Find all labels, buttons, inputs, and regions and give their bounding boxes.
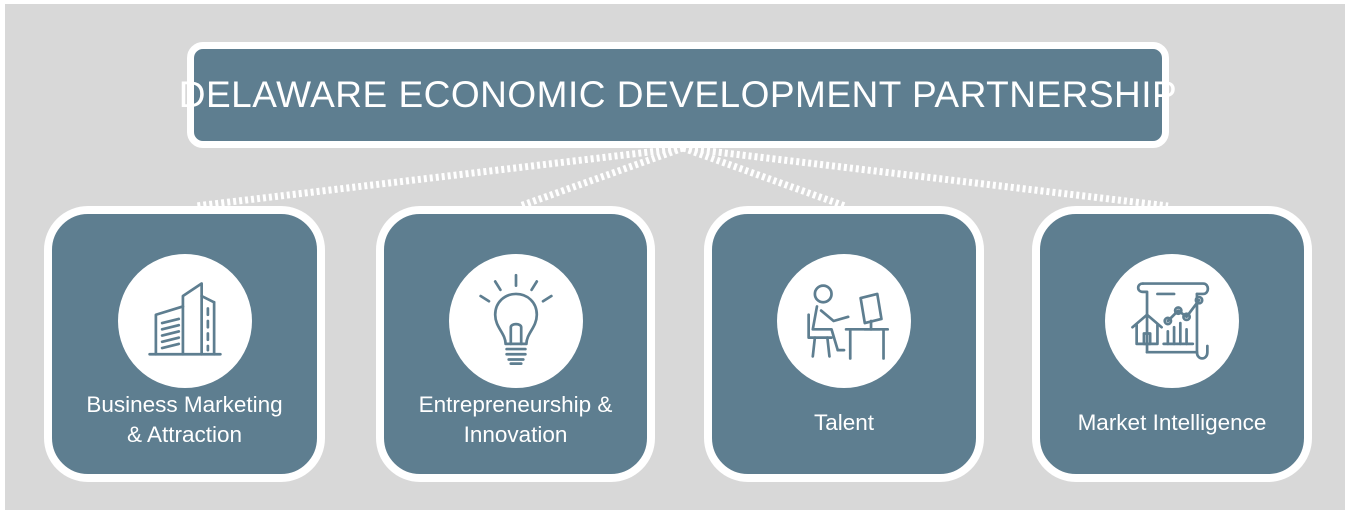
lightbulb-icon: [478, 273, 553, 365]
office-building-icon: [147, 282, 222, 356]
card-label: Talent: [813, 410, 875, 435]
market-report-icon: [1131, 282, 1210, 360]
card-talent: Talent: [704, 206, 984, 482]
card-entrepreneurship: Entrepreneurship & Innovation: [376, 206, 655, 482]
icon-circle: [448, 254, 583, 388]
title-box: DELAWARE ECONOMIC DEVELOPMENT PARTNERSHI…: [179, 42, 1177, 148]
card-label: Market Intelligence: [1077, 410, 1267, 435]
card-label: Entrepreneurship & Innovation: [418, 392, 613, 447]
card-label: Business Marketing & Attraction: [86, 392, 283, 447]
card-market-intelligence: Market Intelligence: [1032, 206, 1312, 482]
icon-circle: [1105, 254, 1239, 388]
person-at-computer-icon: [807, 284, 890, 360]
card-business-marketing: Business Marketing & Attraction: [44, 206, 325, 482]
icon-circle: [117, 254, 252, 388]
diagram-title: DELAWARE ECONOMIC DEVELOPMENT PARTNERSHI…: [178, 74, 1178, 115]
icon-circle: [777, 254, 911, 388]
